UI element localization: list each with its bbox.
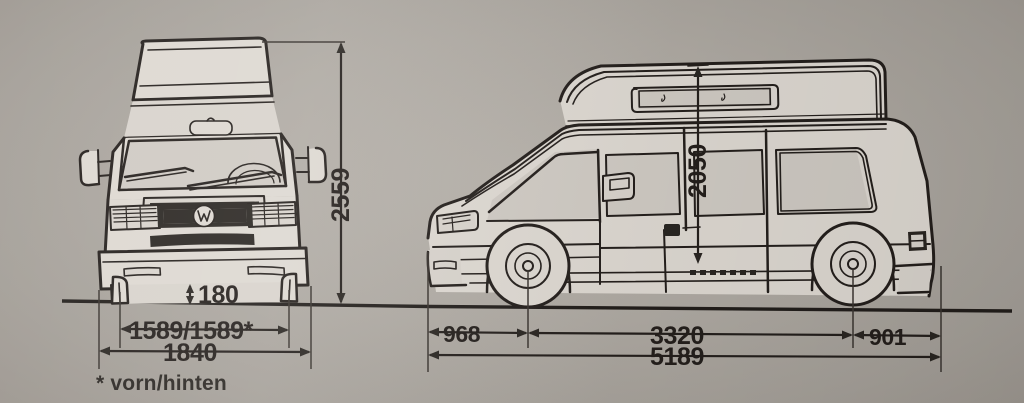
side-mirror-left	[78, 149, 112, 187]
side-b-pillar	[682, 126, 688, 232]
arrow-track-left	[120, 324, 131, 334]
dim-line-968	[429, 330, 527, 335]
side-headlight	[436, 210, 479, 234]
front-air-intake	[150, 233, 255, 247]
headlight-left	[109, 204, 161, 231]
sliding-door-window	[693, 149, 765, 217]
dim-line-width	[100, 349, 310, 354]
wiper-left-2	[126, 171, 187, 182]
front-poptop-seam	[147, 46, 262, 51]
arrow-2559-top	[336, 42, 346, 53]
dim-line-5189	[429, 353, 940, 359]
dim-line-901	[854, 333, 940, 338]
front-roof-line2	[130, 101, 275, 107]
footnote-text: * vorn/hinten	[96, 372, 227, 395]
arrow-3320-right	[842, 330, 853, 340]
dim-label-track-width: 1589/1589*	[129, 317, 254, 345]
side-cowl	[486, 219, 601, 222]
arrow-5189-right	[930, 352, 941, 362]
arrow-2050-top	[693, 66, 703, 77]
arrow-180-bottom	[186, 296, 194, 305]
rearview-mirror-icon	[189, 117, 233, 136]
front-lower-body	[103, 194, 302, 258]
dim-label-wheelbase: 3320	[650, 322, 704, 350]
side-cab-roofline2	[461, 128, 887, 207]
dim-label-front-overhang: 968	[443, 321, 481, 347]
headlight-right	[247, 201, 297, 228]
arrow-3320-left	[528, 328, 539, 338]
side-rear-bumper	[894, 262, 934, 295]
side-poptop-inner2	[572, 70, 878, 119]
side-tail-light	[908, 231, 927, 251]
front-cabin-outline	[106, 132, 299, 202]
dim-label-interior-height: 2050	[684, 144, 712, 198]
arrow-180-top	[186, 284, 194, 293]
side-body-outline	[426, 117, 936, 298]
side-slidingdoor-rear-edge	[764, 128, 770, 294]
arrow-2050-bottom	[693, 253, 703, 264]
front-tire-left	[110, 275, 130, 305]
arrow-901-right	[930, 331, 941, 341]
dim-label-rear-overhang: 901	[869, 324, 907, 350]
dim-label-ground-clearance: 180	[198, 281, 239, 309]
front-wheel	[485, 223, 571, 309]
arrow-track-right	[278, 325, 289, 335]
dim-label-height-overall: 2559	[327, 168, 355, 222]
side-poptop-outline	[558, 58, 888, 121]
side-elevation-view: 2050 968 3320 901 5189	[426, 58, 942, 372]
side-mirror	[602, 172, 635, 202]
side-sill-dashes	[690, 270, 756, 275]
front-a-pillar-right	[279, 132, 288, 188]
vw-logo-icon	[192, 204, 216, 228]
side-a-pillar	[596, 148, 602, 224]
side-mirror-right	[295, 146, 328, 184]
arrow-968-left	[428, 327, 439, 337]
arrow-901-left	[853, 330, 864, 340]
wiper-left	[123, 166, 195, 179]
fog-light-right	[247, 265, 286, 276]
front-a-pillar-left	[117, 136, 126, 192]
fog-light-left	[123, 266, 162, 277]
front-tire-right	[279, 272, 299, 303]
side-windshield	[487, 150, 600, 214]
dim-label-width-overall: 1840	[163, 339, 217, 367]
dim-line-3320	[529, 331, 852, 337]
dim-line-track	[121, 327, 288, 332]
dim-label-length-overall: 5189	[650, 343, 704, 371]
arrow-width-right	[300, 347, 311, 357]
tick-2050-top	[687, 64, 709, 67]
rear-side-window	[775, 147, 878, 215]
front-bumper	[97, 246, 310, 291]
arrow-5189-left	[428, 350, 439, 360]
poptop-window	[630, 84, 780, 113]
arrow-width-left	[99, 346, 110, 356]
poptop-latch-left	[661, 94, 666, 102]
arrow-968-right	[517, 328, 528, 338]
side-fog-light	[433, 260, 457, 270]
front-poptop-outline	[131, 36, 274, 102]
side-cab-roofline	[465, 123, 887, 202]
arrow-2559-bottom	[336, 293, 346, 304]
poptop-latch-right	[721, 93, 726, 101]
front-poptop-lower-seam	[139, 81, 271, 87]
wiper-right	[186, 170, 283, 188]
side-poptop-inner1	[566, 65, 882, 119]
front-bumper-seam	[102, 257, 306, 263]
wiper-right-2	[189, 175, 275, 191]
front-elevation-view: 2559 180 1589/1589* 1840	[78, 36, 355, 369]
side-poptop-edge2	[567, 113, 885, 122]
